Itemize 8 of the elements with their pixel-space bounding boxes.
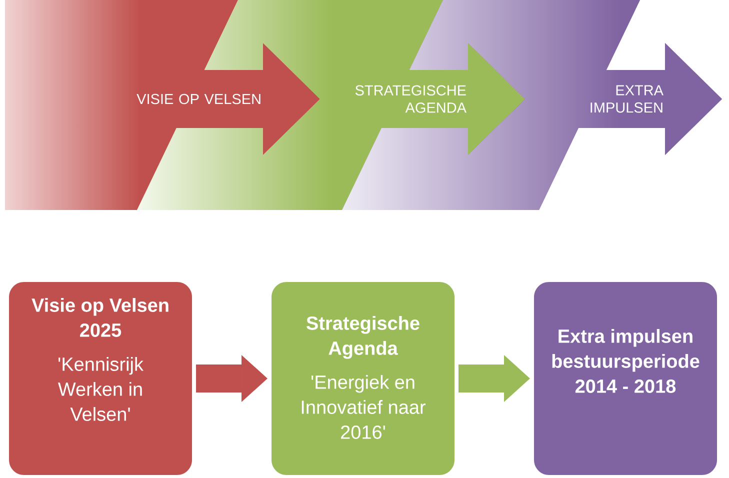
band-label: STRATEGISCHE AGENDA — [355, 85, 466, 113]
band-label: EXTRA IMPULSEN — [590, 85, 664, 113]
block-arrow — [458, 355, 530, 402]
process-box: Extra impulsen bestuursperiode 2014 - 2018 — [534, 282, 717, 475]
band-label: VISIE OP VELSEN — [136, 94, 260, 104]
process-box: Visie op Velsen 2025 'Kennisrijk Werken in Velsen' — [9, 282, 192, 475]
process-box: Strategische Agenda 'Energiek en Innovatief naar 2016' — [272, 282, 454, 475]
block-arrow — [196, 355, 268, 402]
